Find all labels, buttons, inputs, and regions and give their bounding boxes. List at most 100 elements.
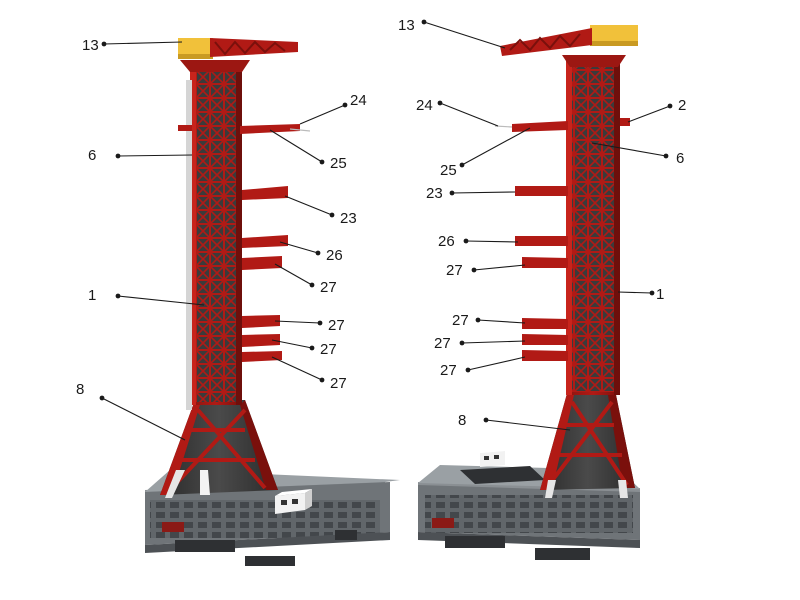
right-cabin: [480, 448, 510, 467]
callout-number: 25: [440, 162, 457, 179]
callout-number: 27: [452, 312, 469, 329]
callout-r-6: 6: [591, 142, 684, 167]
callout-leader-line: [461, 340, 526, 344]
callout-leader-line: [473, 264, 526, 271]
callout-leader-line: [101, 397, 186, 441]
callout-dot: [463, 238, 469, 244]
callout-dot: [449, 190, 455, 196]
callout-leader-line: [627, 105, 671, 123]
callout-dot: [437, 100, 443, 106]
callout-l-27d: 27: [271, 356, 347, 392]
callout-number: 23: [340, 210, 357, 227]
callout-leader-line: [274, 320, 321, 324]
callout-number: 13: [82, 37, 99, 54]
left-tower-legs: [160, 400, 278, 498]
callout-leader-line: [117, 154, 193, 157]
callout-number: 1: [88, 287, 96, 304]
callout-leader-line: [591, 142, 667, 157]
callout-dot: [99, 395, 105, 401]
callout-l-23: 23: [284, 195, 357, 227]
callout-number: 8: [458, 412, 466, 429]
callout-leader-line: [423, 21, 506, 49]
callout-number: 6: [676, 150, 684, 167]
callout-number: 8: [76, 381, 84, 398]
callout-l-24: 24: [299, 92, 367, 125]
left-tower-shaft: [180, 60, 250, 410]
callout-leader-line: [103, 41, 183, 45]
callout-r-1: 1: [617, 286, 664, 303]
left-hammerhead-crane: [178, 38, 298, 59]
callout-r-24: 24: [416, 97, 499, 127]
callout-leader-line: [439, 102, 499, 127]
callout-leader-line: [485, 419, 571, 431]
callout-r-27c: 27: [434, 335, 526, 352]
callout-number: 25: [330, 155, 347, 172]
callout-r-2: 2: [627, 97, 686, 123]
callout-number: 2: [678, 97, 686, 114]
right-hammerhead-crane: [500, 25, 638, 56]
callout-r-26: 26: [438, 233, 519, 250]
callout-leader-line: [271, 356, 323, 381]
callout-leader-line: [271, 339, 313, 349]
callout-r-27d: 27: [440, 356, 526, 379]
callout-number: 6: [88, 147, 96, 164]
callout-dot: [459, 340, 465, 346]
callout-r-27a: 27: [446, 262, 526, 279]
callout-number: 27: [320, 341, 337, 358]
callout-r-13: 13: [398, 17, 506, 49]
right-tower-shaft: [562, 55, 630, 395]
callout-r-25: 25: [440, 127, 531, 179]
callout-number: 26: [326, 247, 343, 264]
callout-l-27c: 27: [271, 339, 337, 358]
callout-dot: [309, 345, 315, 351]
callout-l-1: 1: [88, 287, 205, 306]
left-swing-arms: [178, 124, 311, 362]
callout-number: 27: [320, 279, 337, 296]
callout-number: 27: [434, 335, 451, 352]
callout-r-23: 23: [426, 185, 516, 202]
callout-leader-line: [465, 240, 519, 243]
callout-leader-line: [299, 104, 346, 125]
callout-dot: [667, 103, 673, 109]
right-swing-arms: [494, 121, 568, 361]
callout-dot: [319, 377, 325, 383]
callout-dot: [663, 153, 669, 159]
callout-l-8: 8: [76, 381, 186, 441]
callout-leader-line: [467, 356, 526, 371]
callout-dot: [115, 293, 121, 299]
callout-dot: [475, 317, 481, 323]
right-tower-legs: [540, 390, 635, 498]
callout-number: 26: [438, 233, 455, 250]
callout-l-6: 6: [88, 147, 193, 164]
callout-leader-line: [451, 191, 516, 194]
callout-leader-line: [274, 263, 313, 286]
callout-number: 27: [440, 362, 457, 379]
callout-dot: [115, 153, 121, 159]
callout-leader-line: [461, 127, 531, 166]
callout-number: 24: [416, 97, 433, 114]
callout-dot: [471, 267, 477, 273]
callout-leader-line: [477, 319, 526, 324]
callout-dot: [465, 367, 471, 373]
callout-dot: [329, 212, 335, 218]
callout-dot: [459, 162, 465, 168]
callout-number: 27: [330, 375, 347, 392]
callout-dot: [101, 41, 107, 47]
right-tower-view: [418, 25, 640, 560]
callout-number: 24: [350, 92, 367, 109]
callout-dot: [421, 19, 427, 25]
callout-dot: [317, 320, 323, 326]
callout-l-26: 26: [279, 241, 343, 264]
callout-dot: [483, 417, 489, 423]
callout-r-27b: 27: [452, 312, 526, 329]
callout-l-27a: 27: [274, 263, 337, 296]
callout-dot: [315, 250, 321, 256]
callout-r-8: 8: [458, 412, 571, 431]
callout-leader-line: [117, 295, 205, 306]
callout-dot: [649, 290, 655, 296]
callout-dot: [342, 102, 348, 108]
callout-leader-line: [269, 129, 323, 163]
callout-number: 1: [656, 286, 664, 303]
left-tower-view: [145, 38, 400, 566]
